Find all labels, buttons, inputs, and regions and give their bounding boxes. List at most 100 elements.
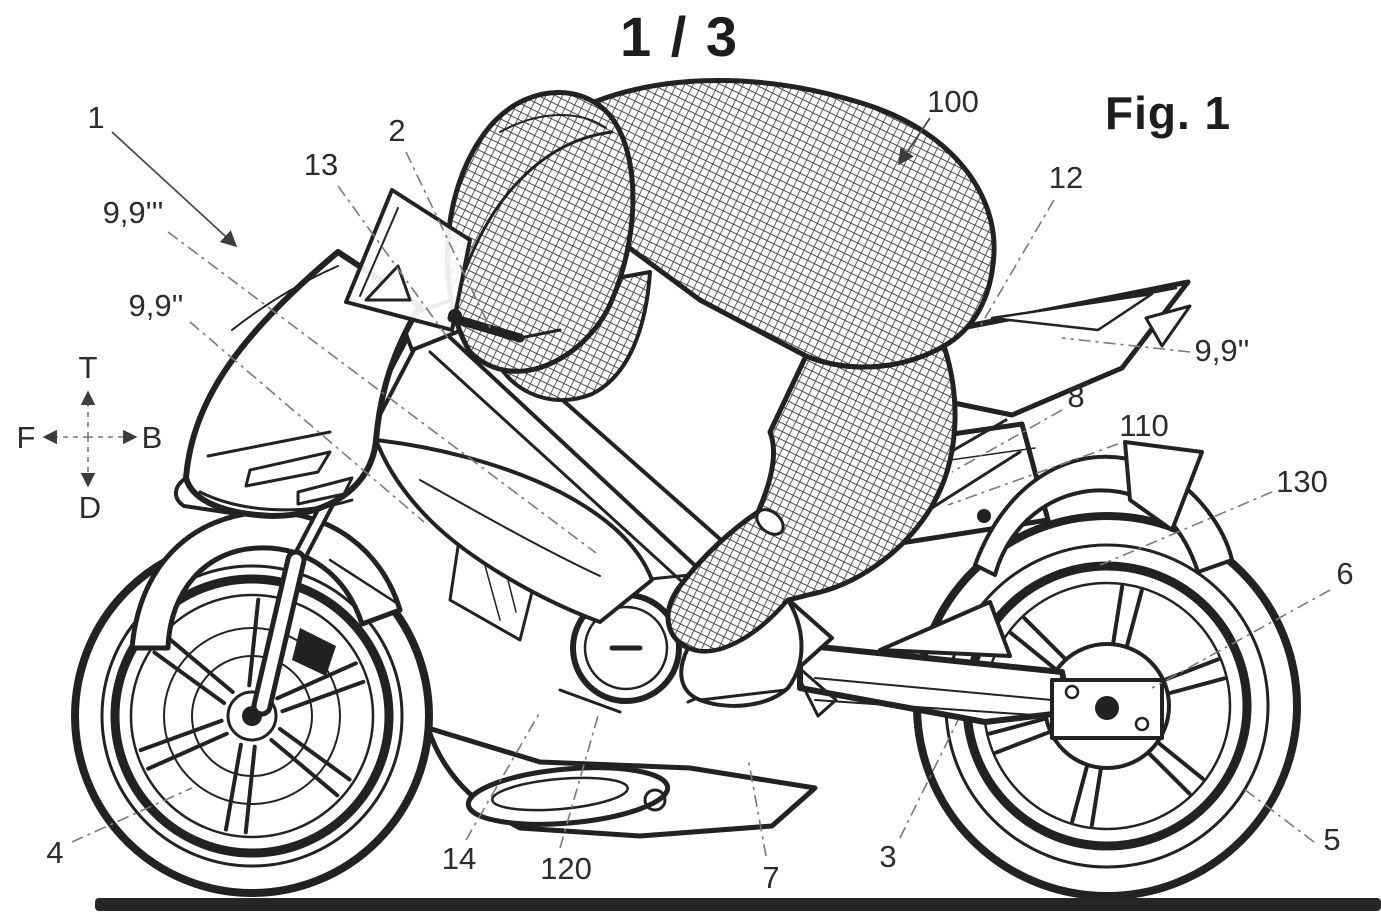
exhaust-silencer-part <box>490 776 630 812</box>
part-label-13-3: 13 <box>304 147 338 182</box>
leader-line-13-3 <box>337 185 449 339</box>
rear-wheel-spokes-part-part <box>1070 763 1090 824</box>
engine-part <box>583 605 669 691</box>
front-wheel-spokes-part-part <box>164 634 235 695</box>
leader-line-6-11 <box>1151 589 1331 689</box>
front-wheel-spokes-part <box>138 718 229 771</box>
rider <box>444 78 997 708</box>
nose-fairing-part <box>231 265 339 331</box>
leader-line-99-2 <box>189 321 425 523</box>
front-fender-part <box>328 558 397 604</box>
cross-letter-top: T <box>79 350 98 385</box>
part-label-5-12: 5 <box>1323 822 1340 857</box>
figure-number-label: Fig. 1 <box>1105 87 1232 139</box>
part-label-6-11: 6 <box>1336 556 1353 591</box>
front-wheel-spokes-part <box>223 742 257 835</box>
front-wheel-part <box>129 593 375 839</box>
front-wheel-part <box>191 655 313 777</box>
front-wheel-spokes-part-part <box>269 737 340 798</box>
swingarm-part <box>814 699 1049 717</box>
side-fairing-part <box>419 479 601 577</box>
part-label-2-4: 2 <box>388 113 405 148</box>
part-label-99-7: 9,9'' <box>1195 333 1250 368</box>
rear-wheel-spokes-part-part <box>1009 631 1059 672</box>
front-wheel-spokes-part-part <box>138 718 224 753</box>
rear-hugger <box>973 440 1234 577</box>
leader-line-110-9 <box>947 443 1119 506</box>
front-wheel-spokes-part <box>275 661 366 714</box>
swingarm-part <box>797 642 1073 725</box>
front-wheel-spokes-part-part <box>243 744 257 835</box>
rider-part <box>499 113 607 133</box>
part-label-120-15: 120 <box>540 851 592 886</box>
leader-line-120-15 <box>559 715 599 849</box>
rear-wheel-spokes-part-part <box>993 729 1053 755</box>
part-label-99-2: 9,9'' <box>129 288 184 323</box>
leader-line-100-5 <box>898 117 931 166</box>
rear-wheel-spokes-part <box>987 716 1053 755</box>
part-label-14-14: 14 <box>442 841 476 876</box>
swingarm-part <box>1095 696 1119 720</box>
front-winglet-upper <box>244 450 332 488</box>
ground-line <box>95 898 1381 911</box>
windscreen-part <box>359 207 399 297</box>
front-wheel-spokes <box>138 597 366 835</box>
knee-slider <box>755 508 785 536</box>
swingarm-part <box>814 677 1053 701</box>
rear-wheel-spokes-part <box>1070 763 1103 828</box>
rider-torso <box>557 78 997 370</box>
leader-line-99-7 <box>1061 337 1191 353</box>
part-label-8-8: 8 <box>1067 379 1084 414</box>
leader-line-4-13 <box>71 787 193 843</box>
tail-unit-part <box>990 292 1154 332</box>
front-brake-caliper <box>292 628 336 676</box>
leader-line-3-17 <box>899 719 959 839</box>
handlebar-controls-part <box>448 309 462 323</box>
part-label-7-16: 7 <box>762 860 779 895</box>
side-fairing <box>374 438 654 624</box>
part-label-4-13: 4 <box>46 835 63 870</box>
front-wheel-spokes-part-part <box>277 726 352 782</box>
part-label-100-5: 100 <box>927 84 979 119</box>
front-fork <box>251 298 464 717</box>
leader-line-7-16 <box>747 757 767 857</box>
front-fork-part <box>256 554 302 712</box>
handlebar-controls <box>364 264 562 343</box>
cross-letter-front: F <box>17 420 36 455</box>
part-label-3-17: 3 <box>879 839 896 874</box>
part-label-130-10: 130 <box>1276 464 1328 499</box>
rider-leg <box>665 343 958 654</box>
mirror <box>364 264 412 302</box>
swingarm <box>797 600 1164 740</box>
headlight-slit <box>206 430 332 458</box>
exhaust-silencer-part <box>643 788 667 812</box>
part-label-110-9: 110 <box>1119 408 1168 443</box>
part-label-99-1: 9,9''' <box>103 195 164 230</box>
front-wheel-spokes-part-part <box>275 661 358 701</box>
front-winglet-lower <box>296 476 354 506</box>
leader-line-1-0 <box>111 131 238 248</box>
number-plate-panel-part <box>977 509 991 523</box>
leader-line-12-6 <box>977 199 1055 331</box>
leader-line-99-1 <box>167 231 597 554</box>
swingarm-part <box>878 600 1012 658</box>
front-wheel-spokes-part-part <box>152 650 227 706</box>
leader-line-8-8 <box>951 409 1063 473</box>
front-wheel-part <box>110 574 394 858</box>
front-fender <box>129 509 403 651</box>
rear-wheel-spokes-part <box>1146 740 1205 796</box>
swingarm-part <box>1134 716 1150 732</box>
rear-wheel-spokes-part-part <box>1146 750 1192 796</box>
front-wheel-spokes-part-part <box>247 597 261 688</box>
front-wheel-spokes-part <box>152 634 235 706</box>
front-wheel-spokes-part-part <box>146 731 229 771</box>
rear-wheel-spokes-part-part <box>1022 616 1068 662</box>
rider-helmet <box>444 90 636 374</box>
rear-wheel-spokes-part-part <box>1124 588 1144 649</box>
cross-letter-back: B <box>142 420 163 455</box>
rear-wheel-spokes-part-part <box>1089 766 1103 828</box>
handlebar-controls-part <box>447 313 525 343</box>
rear-wheel-spokes-part <box>1009 616 1068 672</box>
